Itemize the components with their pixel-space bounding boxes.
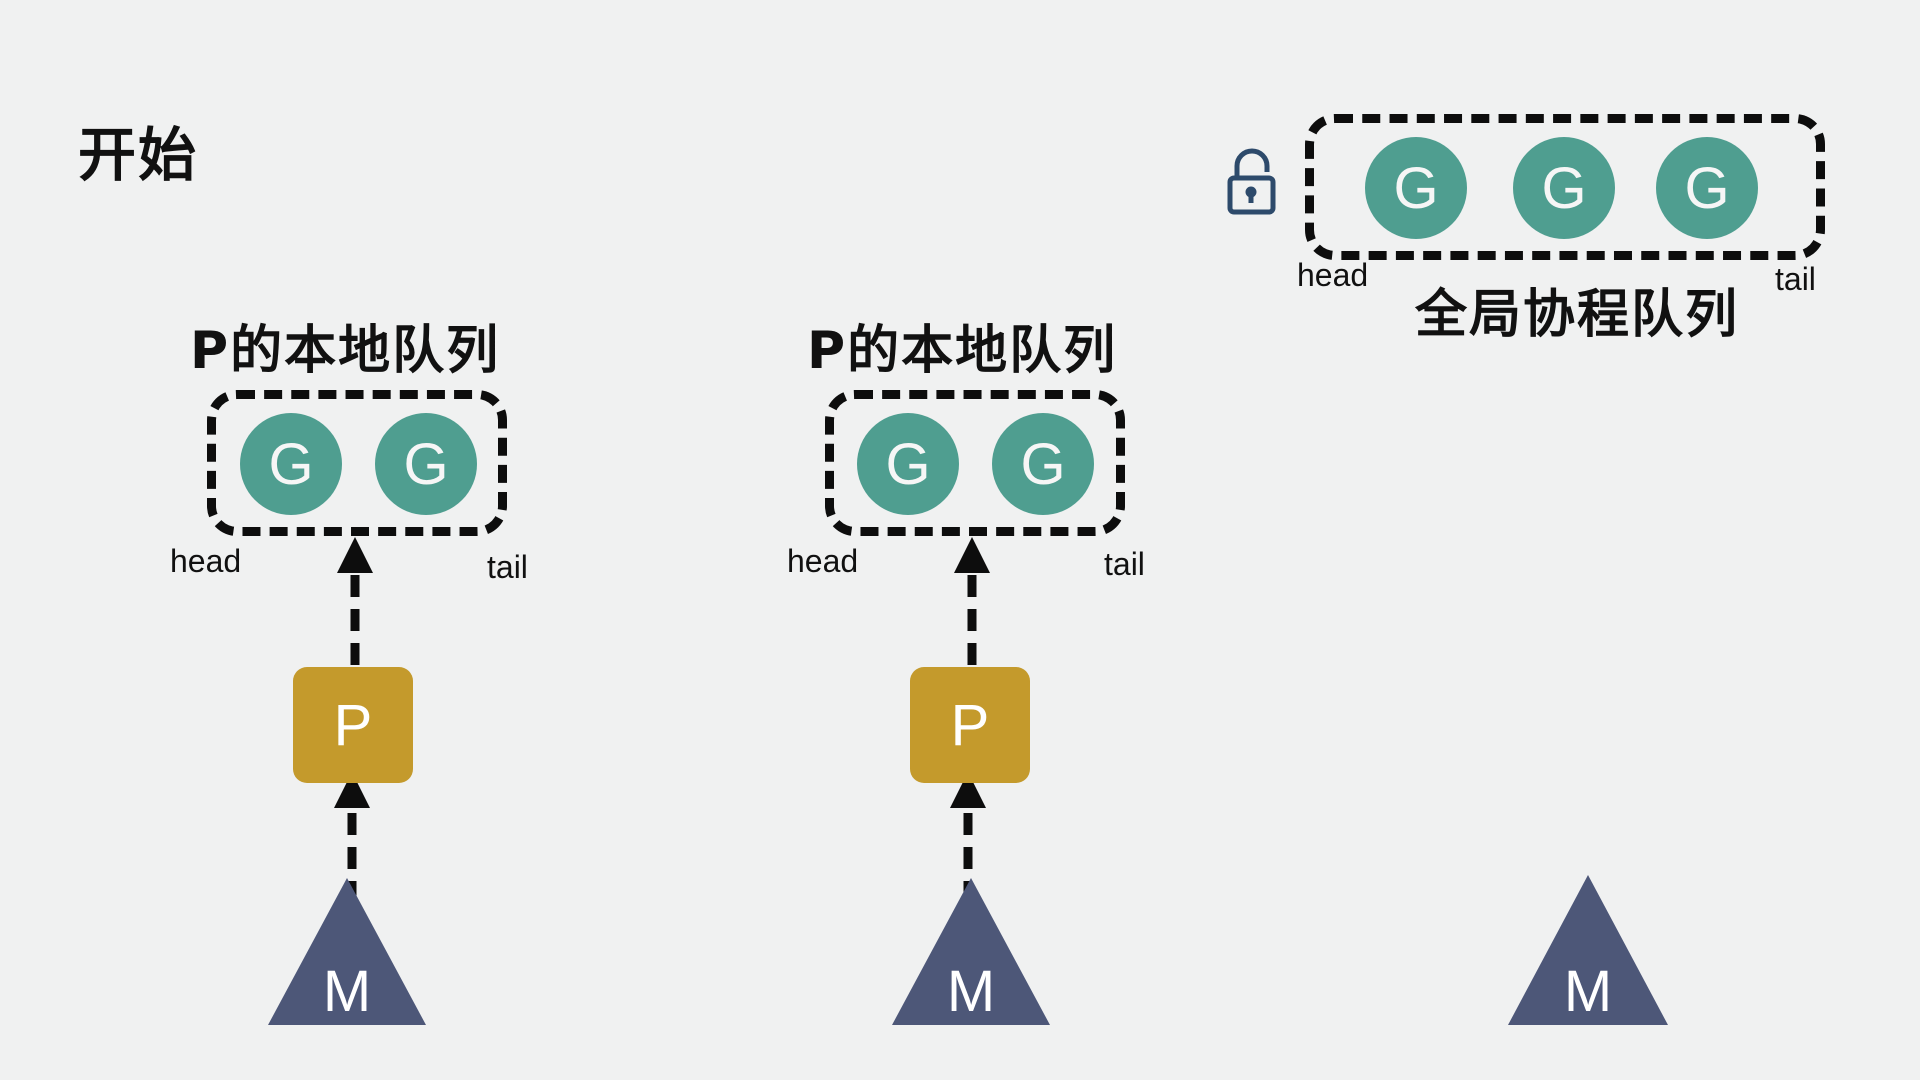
local-queue-label-1: P的本地队列: [190, 321, 501, 381]
global-queue-label: 全局协程队列: [1415, 285, 1740, 345]
goroutine-q2-1: G: [857, 413, 959, 515]
tail-label-q1: tail: [487, 549, 528, 585]
processor-1: P: [293, 667, 413, 783]
unlocked-padlock-icon: [1227, 148, 1276, 215]
goroutine-q1-2: G: [375, 413, 477, 515]
tail-label-q2: tail: [1104, 546, 1145, 582]
machine-triangle-3: [1508, 875, 1668, 1025]
head-label-q2: head: [787, 543, 859, 579]
head-label-global: head: [1297, 257, 1369, 293]
page-title: 开始: [78, 121, 199, 189]
machine-label-1: M: [322, 959, 372, 1024]
local-queue-box-2: [825, 390, 1125, 536]
processor-2: P: [910, 667, 1030, 783]
goroutine-global-3: G: [1656, 137, 1758, 239]
goroutine-global-2: G: [1513, 137, 1615, 239]
local-queue-box-1: [207, 390, 507, 536]
global-queue-box: [1305, 114, 1825, 260]
goroutine-q1-1: G: [240, 413, 342, 515]
machine-label-3: M: [1563, 959, 1613, 1024]
machine-label-2: M: [946, 959, 996, 1024]
machine-triangle-2: [892, 878, 1050, 1025]
head-label-q1: head: [170, 543, 242, 579]
machine-triangle-1: [268, 878, 426, 1025]
local-queue-label-2: P的本地队列: [807, 321, 1118, 381]
goroutine-global-1: G: [1365, 137, 1467, 239]
tail-label-global: tail: [1775, 261, 1816, 297]
goroutine-q2-2: G: [992, 413, 1094, 515]
